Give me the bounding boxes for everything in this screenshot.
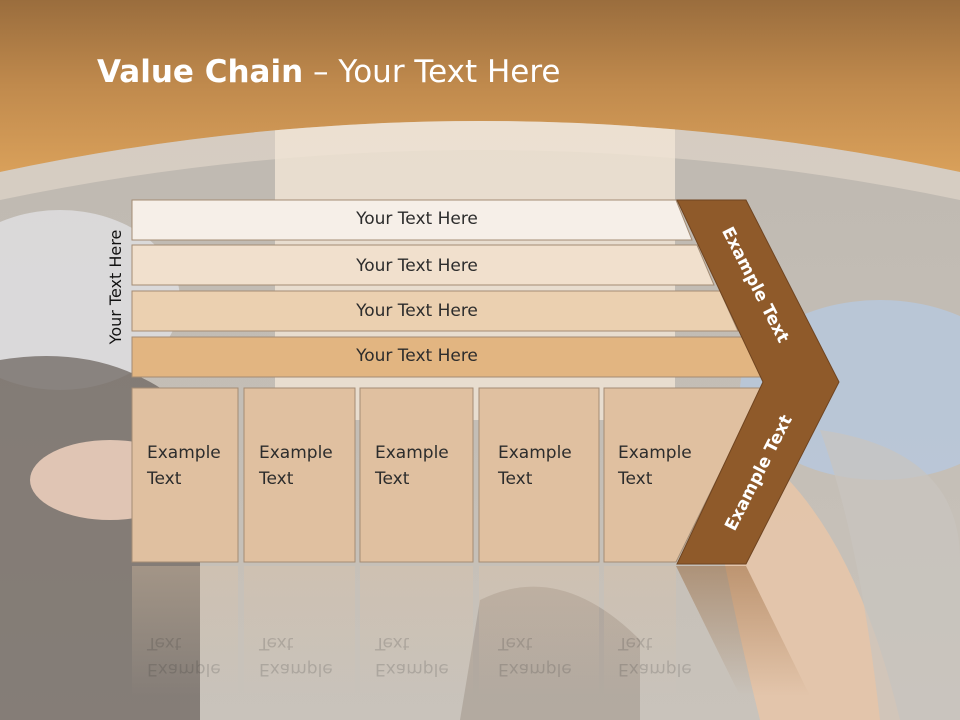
row-label-4: Your Text Here — [356, 346, 478, 366]
column-reflection-text-2: Example Text — [259, 630, 333, 682]
reflection-text-5-line2: Text — [618, 633, 653, 653]
column-reflection-3 — [360, 566, 473, 696]
row-label-3: Your Text Here — [356, 301, 478, 321]
reflection-text-3-line2: Text — [375, 633, 410, 653]
column-box-3 — [359, 387, 474, 563]
column-text-3-line2: Text — [375, 469, 410, 489]
column-text-1-line1: Example — [147, 443, 221, 463]
reflection-text-4-line1: Example — [498, 659, 572, 679]
reflection-text-1-line1: Example — [147, 659, 221, 679]
page-title: Value Chain – Your Text Here — [97, 54, 560, 90]
column-text-4-line1: Example — [498, 443, 572, 463]
row-bar-2 — [131, 244, 715, 286]
reflection-text-4-line2: Text — [498, 633, 533, 653]
column-text-2-line2: Text — [259, 469, 294, 489]
column-box-4 — [478, 387, 600, 563]
title-bold: Value Chain — [97, 54, 304, 90]
column-text-4-line2: Text — [498, 469, 533, 489]
row-bar-3 — [131, 290, 739, 332]
column-reflection-1 — [132, 566, 238, 696]
column-reflection-text-3: Example Text — [375, 630, 449, 682]
reflection-text-1-line2: Text — [147, 633, 182, 653]
column-reflection-text-1: Example Text — [147, 630, 221, 682]
column-box-1 — [131, 387, 239, 563]
reflection-text-2-line1: Example — [259, 659, 333, 679]
reflection-text-5-line1: Example — [618, 659, 692, 679]
reflection-text-3-line1: Example — [375, 659, 449, 679]
row-bar-1 — [131, 199, 693, 241]
column-text-2-line1: Example — [259, 443, 333, 463]
title-rest: – Your Text Here — [303, 54, 561, 90]
column-reflection-5 — [604, 566, 676, 696]
column-reflection-text-4: Example Text — [498, 630, 572, 682]
reflection-text-2-line2: Text — [259, 633, 294, 653]
chevron-reflection — [676, 566, 810, 696]
row-label-2: Your Text Here — [356, 256, 478, 276]
column-reflection-2 — [244, 566, 355, 696]
column-text-1-line2: Text — [147, 469, 182, 489]
row-label-1: Your Text Here — [356, 209, 478, 229]
column-reflection-4 — [479, 566, 599, 696]
side-label: Your Text Here — [106, 229, 125, 345]
column-reflection-text-5: Example Text — [618, 630, 692, 682]
chevron-arrow — [676, 199, 840, 565]
column-box-2 — [243, 387, 356, 563]
column-text-3-line1: Example — [375, 443, 449, 463]
column-box-5 — [603, 387, 763, 563]
column-text-5-line2: Text — [618, 469, 653, 489]
column-text-5-line1: Example — [618, 443, 692, 463]
